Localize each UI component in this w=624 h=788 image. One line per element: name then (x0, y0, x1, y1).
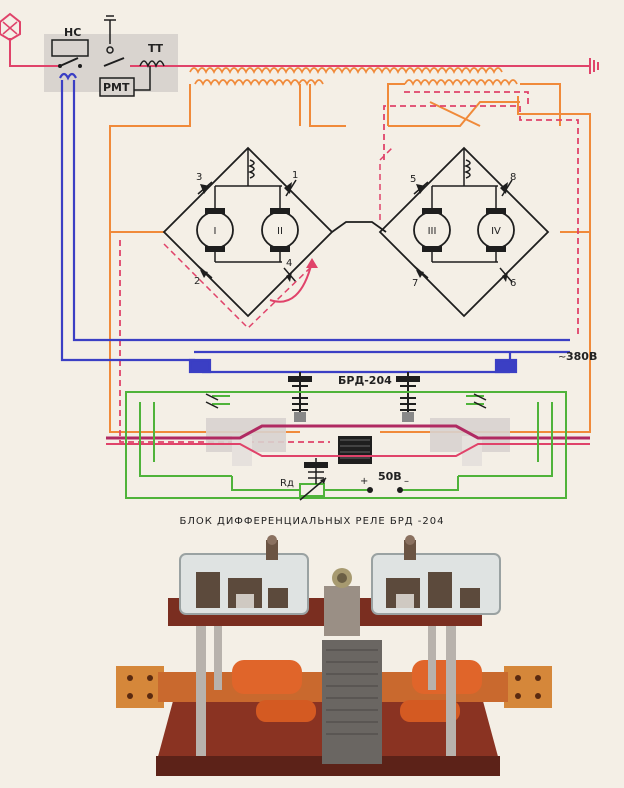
orange-circuit (109, 83, 591, 433)
blue-circuit (59, 72, 570, 374)
diode-label-3: 3 (196, 172, 202, 183)
diode-label-5: 5 (410, 174, 416, 185)
label-minus: – (404, 476, 409, 487)
copper-bar-left (116, 666, 164, 708)
diode-label-1: 1 (292, 170, 298, 181)
diode-label-6: 6 (510, 278, 516, 289)
motor-label-iii: III (428, 226, 437, 237)
copper-bar-right (504, 666, 552, 708)
diode-label-2: 2 (194, 276, 200, 287)
magenta-bus (106, 424, 590, 457)
bridge-link (331, 221, 387, 233)
label-brd: БРД-204 (338, 374, 392, 387)
diode-label-4: 4 (286, 258, 292, 269)
relay-block-illustration (116, 535, 552, 776)
hs-switch (51, 39, 89, 68)
terminal-minus (397, 487, 403, 493)
relay-springs (288, 372, 420, 422)
tt-coil (134, 60, 165, 91)
label-rmt: РМТ (103, 81, 130, 94)
series-windings (189, 67, 518, 87)
label-380v: 380В (566, 350, 597, 363)
label-tilde: ~ (558, 352, 566, 363)
bridge-right (378, 146, 550, 318)
caption: БЛОК ДИФФЕРЕНЦИАЛЬНЫХ РЕЛЕ БРД -204 (179, 516, 445, 527)
label-rd: Rд (280, 478, 294, 489)
motor-label-i: I (214, 226, 217, 237)
diode-label-7: 7 (412, 278, 418, 289)
rd-relay (299, 458, 328, 501)
label-plus: + (360, 476, 368, 487)
relay-contacts (205, 393, 487, 409)
bridge-left (162, 146, 334, 330)
transformer-core (322, 640, 382, 764)
terminal-plus (367, 487, 373, 493)
dashed-current-path (119, 91, 579, 443)
label-50v: 50В (378, 470, 402, 483)
label-hs: НС (64, 26, 81, 39)
diode-label-8: 8 (510, 172, 516, 183)
rmt-switch (99, 15, 135, 97)
green-circuit (125, 391, 567, 499)
motor-label-iv: IV (491, 226, 501, 237)
main-red-line (0, 12, 599, 74)
label-tt: ТТ (148, 42, 164, 55)
motor-label-ii: II (277, 226, 283, 237)
